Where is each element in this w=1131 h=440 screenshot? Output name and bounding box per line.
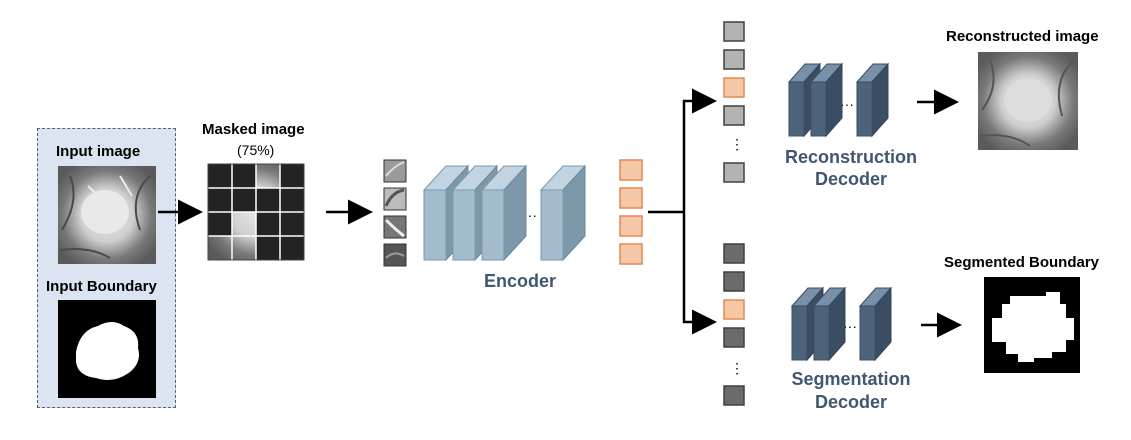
masked-image-grid bbox=[207, 163, 305, 261]
segmentation-decoder-label-line1: Segmentation bbox=[791, 369, 911, 389]
reconstruction-ellipsis: ··· bbox=[840, 96, 854, 112]
reconstruction-decoder-blocks bbox=[787, 62, 890, 138]
segmentation-tokens bbox=[723, 243, 745, 406]
reconstruction-token-vdots: ⋮ bbox=[730, 136, 744, 152]
encoder-block-3 bbox=[480, 164, 528, 262]
visible-patches bbox=[383, 159, 407, 267]
encoder-label: Encoder bbox=[484, 271, 557, 291]
reconstructed-image bbox=[978, 52, 1078, 150]
input-ct-image bbox=[58, 166, 156, 264]
segmented-boundary-label: Segmented Boundary bbox=[944, 254, 1100, 271]
encoder-block-4 bbox=[539, 164, 587, 262]
segmentation-token-vdots: ⋮ bbox=[730, 360, 744, 376]
branch-connector bbox=[648, 88, 717, 335]
latent-tokens bbox=[619, 159, 643, 265]
segmentation-decoder-blocks bbox=[790, 286, 893, 362]
reconstruction-decoder-label-line2: Decoder bbox=[814, 169, 888, 189]
input-boundary-mask bbox=[58, 300, 156, 398]
masked-image-title: Masked image bbox=[202, 121, 305, 138]
input-image-label: Input image bbox=[56, 143, 141, 160]
segmentation-ellipsis: ··· bbox=[843, 318, 857, 334]
reconstructed-image-label: Reconstructed image bbox=[946, 28, 1099, 45]
encoder-blocks bbox=[422, 164, 587, 262]
segmentation-decoder-label-line2: Decoder bbox=[814, 392, 888, 412]
reconstruction-tokens bbox=[723, 21, 745, 183]
reconstruction-decoder-label-line1: Reconstruction bbox=[784, 147, 917, 167]
mask-ratio-label: (75%) bbox=[237, 142, 275, 158]
segmented-boundary-image bbox=[984, 277, 1080, 373]
input-boundary-label: Input Boundary bbox=[46, 278, 157, 295]
